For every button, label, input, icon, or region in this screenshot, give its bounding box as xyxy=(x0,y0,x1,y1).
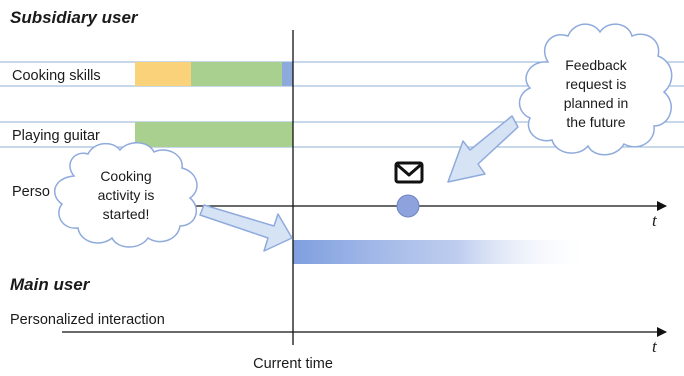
main-user-heading: Main user xyxy=(10,275,91,294)
subsidiary-user-heading: Subsidiary user xyxy=(10,8,139,27)
feedback-event-dot xyxy=(396,194,420,218)
cooking-skills-label: Cooking skills xyxy=(12,68,101,84)
cooking-line-2: activity is xyxy=(98,187,155,203)
feedback-cloud: Feedback request is planned in the futur… xyxy=(518,23,673,156)
playing-guitar-label: Playing guitar xyxy=(12,128,100,144)
cooking-segment-blue xyxy=(282,62,293,86)
cooking-skills-row: Cooking skills xyxy=(0,61,684,87)
guitar-segment-green xyxy=(135,122,293,147)
cooking-segment-green xyxy=(191,62,282,86)
feedback-line-1: Feedback xyxy=(565,57,627,73)
feedback-line-3: planned in xyxy=(564,95,629,111)
cooking-line-1: Cooking xyxy=(100,168,151,184)
main-user-interaction-bar xyxy=(293,240,593,264)
main-axis-t-label: t xyxy=(652,337,658,356)
subsidiary-personalized-label: Perso xyxy=(12,184,50,200)
cooking-arrow xyxy=(199,204,293,252)
cooking-cloud: Cooking activity is started! xyxy=(53,142,198,248)
feedback-line-2: request is xyxy=(566,76,627,92)
cooking-line-3: started! xyxy=(103,206,150,222)
feedback-arrow xyxy=(447,115,519,183)
feedback-line-4: the future xyxy=(566,114,625,130)
main-personalized-label: Personalized interaction xyxy=(10,312,165,328)
envelope-icon xyxy=(394,161,424,184)
current-time-label: Current time xyxy=(253,356,333,372)
cooking-segment-orange xyxy=(135,62,191,86)
subsidiary-axis-t-label: t xyxy=(652,211,658,230)
